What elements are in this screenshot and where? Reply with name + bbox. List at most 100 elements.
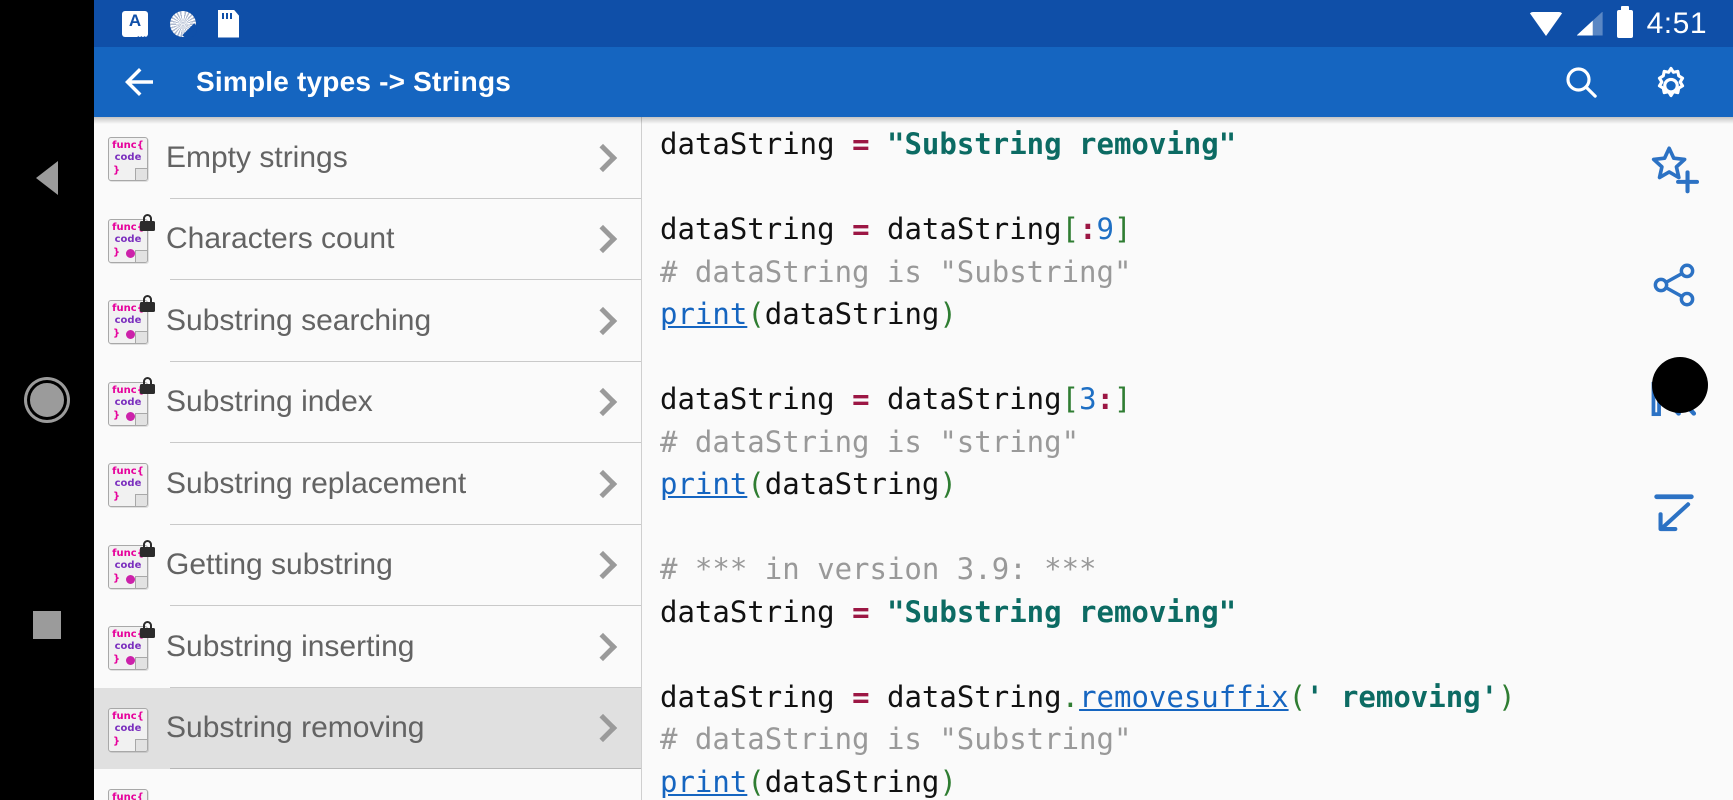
code-token: # dataString is "Substring"	[660, 254, 1132, 289]
wifi-icon	[1528, 11, 1563, 36]
premium-dot-icon	[126, 411, 135, 421]
snippet-line-1: func{	[112, 384, 144, 396]
snippet-line-1: func{	[112, 140, 144, 152]
lock-icon	[140, 213, 155, 231]
search-button[interactable]	[1561, 62, 1601, 102]
list-separator	[170, 768, 641, 769]
code-token[interactable]: removesuffix	[1079, 679, 1289, 714]
code-snippet-icon: func{code}	[108, 295, 155, 345]
chevron-right-icon[interactable]	[588, 306, 618, 335]
code-token[interactable]: print	[660, 764, 748, 799]
code-token: [	[1061, 382, 1080, 416]
phone-screen: A 4:51 Simple types -> Strings	[94, 0, 1733, 800]
chevron-right-icon[interactable]	[588, 469, 618, 498]
code-token: )	[939, 467, 957, 501]
back-arrow-button[interactable]	[118, 61, 160, 103]
code-token: =	[852, 127, 870, 161]
app-bar-actions	[1561, 60, 1709, 104]
cell-signal-icon	[1577, 12, 1603, 36]
code-token[interactable]: print	[660, 297, 748, 331]
code-line	[660, 633, 1733, 676]
sidebar-item-partial[interactable]: func{code}	[94, 769, 641, 800]
add-to-favorites-button[interactable]	[1642, 139, 1706, 203]
settings-button[interactable]	[1649, 60, 1693, 104]
snippet-line-1: func{	[112, 547, 144, 559]
sidebar-item-substring-searching[interactable]: func{code}Substring searching	[94, 280, 641, 362]
code-token: dataString	[869, 212, 1062, 246]
snippet-line-2: code	[114, 233, 142, 245]
snippet-line-2: code	[114, 559, 142, 571]
sidebar-item-label: Substring replacement	[166, 466, 467, 500]
list-separator	[170, 605, 641, 606]
snippet-line-3: }	[113, 165, 121, 177]
code-token: dataString	[764, 764, 940, 799]
battery-icon	[1616, 5, 1633, 38]
recents-square-icon	[33, 611, 61, 639]
code-line	[660, 166, 1733, 209]
code-token: # dataString is "Substring"	[660, 722, 1132, 756]
code-snippet-icon: func{code}	[108, 134, 152, 182]
sidebar-item-substring-inserting[interactable]: func{code}Substring inserting	[94, 606, 641, 688]
sidebar-item-characters-count[interactable]: func{code}Characters count	[94, 198, 641, 280]
status-bar: A 4:51	[94, 0, 1733, 47]
chevron-right-icon[interactable]	[588, 225, 618, 254]
chevron-right-icon[interactable]	[588, 143, 618, 172]
code-line	[660, 336, 1733, 379]
code-line: # dataString is "Substring"	[660, 718, 1733, 761]
code-token: dataString	[660, 382, 853, 416]
collapse-button[interactable]	[1642, 481, 1706, 545]
sidebar-item-getting-substring[interactable]: func{code}Getting substring	[94, 524, 641, 606]
sidebar-item-substring-replacement[interactable]: func{code} Substring replacement	[94, 443, 641, 525]
sidebar-item-label: Empty strings	[166, 140, 348, 174]
premium-dot-icon	[126, 574, 135, 584]
nav-recents-button[interactable]	[0, 595, 94, 655]
snippet-sheet: func{code}	[108, 381, 148, 426]
code-snippet-icon: func{code}	[108, 376, 155, 426]
code-line: dataString = "Substring removing"	[660, 123, 1733, 166]
code-token: ' removing'	[1306, 679, 1499, 714]
code-token: (	[1288, 679, 1307, 714]
chevron-right-icon[interactable]	[588, 551, 618, 580]
app-bar: Simple types -> Strings	[94, 47, 1733, 117]
code-viewer[interactable]: dataString = "Substring removing" dataSt…	[642, 117, 1733, 800]
code-token[interactable]: print	[660, 467, 748, 501]
code-token: =	[852, 594, 870, 629]
premium-dot-icon	[126, 248, 135, 258]
snippet-line-1: func{	[112, 629, 144, 641]
nav-home-button[interactable]	[0, 370, 94, 430]
code-token: "Substring removing"	[887, 594, 1237, 629]
code-token: ]	[1114, 212, 1132, 246]
code-token: 3	[1079, 382, 1097, 416]
home-circle-icon	[30, 383, 64, 417]
code-token: dataString	[869, 679, 1062, 714]
share-button[interactable]	[1642, 253, 1706, 317]
code-line: print(dataString)	[660, 463, 1733, 506]
lock-icon	[140, 295, 155, 313]
sidebar-item-empty-strings[interactable]: func{code} Empty strings	[94, 117, 641, 199]
nav-back-button[interactable]	[0, 148, 94, 208]
add-to-favorites-icon	[1651, 146, 1700, 194]
sidebar-item-substring-removing[interactable]: func{code}Substring removing	[94, 687, 641, 769]
code-token: dataString	[764, 297, 940, 331]
sidebar-item-substring-index[interactable]: func{code}Substring index	[94, 361, 641, 443]
code-token: dataString	[764, 467, 940, 501]
snippet-line-3: }	[113, 654, 121, 666]
sidebar-item-label: Substring removing	[166, 711, 425, 745]
status-clock: 4:51	[1646, 6, 1707, 40]
chevron-right-icon[interactable]	[588, 632, 618, 661]
chevron-right-icon[interactable]	[588, 714, 618, 743]
code-token: [	[1061, 212, 1080, 246]
snippet-line-1: func{	[112, 710, 144, 722]
code-snippet-icon: func{code}	[108, 460, 152, 508]
action-rail	[1615, 117, 1733, 800]
chevron-right-icon[interactable]	[588, 388, 618, 417]
snippet-line-3: }	[113, 409, 121, 421]
snippet-line-3: }	[113, 328, 121, 340]
search-icon	[1566, 67, 1597, 98]
code-token: # *** in version 3.9: ***	[660, 552, 1097, 586]
snippet-line-3: }	[113, 572, 121, 584]
code-token: =	[852, 679, 870, 714]
code-token: dataString	[660, 679, 853, 714]
